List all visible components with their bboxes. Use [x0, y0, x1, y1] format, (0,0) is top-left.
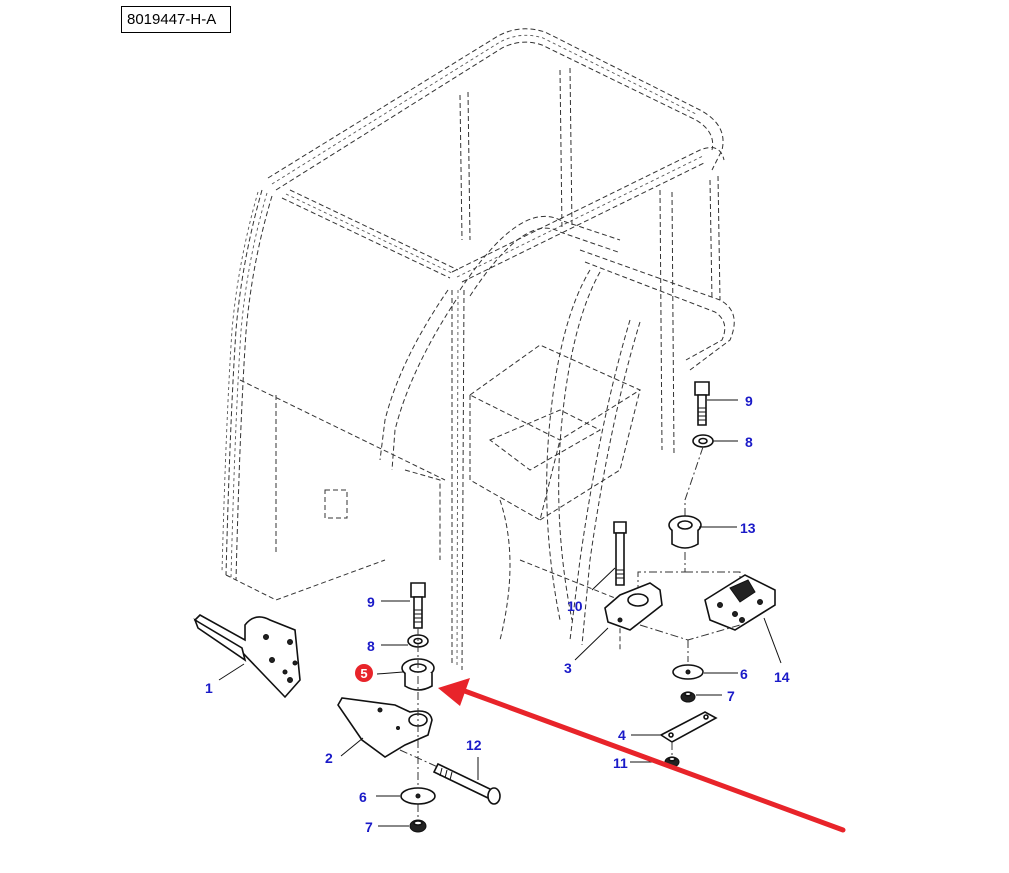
callout-3[interactable]: 3 [564, 660, 572, 676]
callout-5-highlight[interactable]: 5 [355, 664, 373, 682]
part-9-bolt-right [694, 381, 710, 426]
callout-10[interactable]: 10 [567, 598, 583, 614]
cab-frame [221, 28, 735, 671]
callout-7-right[interactable]: 7 [727, 688, 735, 704]
callout-8-right[interactable]: 8 [745, 434, 753, 450]
callout-labels: 1 2 3 4 5 6 6 7 7 8 8 9 9 10 11 12 13 14 [205, 393, 790, 835]
callout-11[interactable]: 11 [613, 755, 628, 771]
highlight-arrow [438, 678, 846, 833]
callout-6-right[interactable]: 6 [740, 666, 748, 682]
callout-7-lower[interactable]: 7 [365, 819, 373, 835]
part-9-bolt-left [410, 582, 426, 629]
part-1-bracket [193, 614, 301, 699]
callout-1[interactable]: 1 [205, 680, 213, 696]
part-2-bracket [337, 697, 433, 758]
part-13-isolator [668, 515, 702, 549]
part-10-bolt [613, 521, 627, 586]
part-7-nut-lower [409, 819, 427, 833]
callout-12[interactable]: 12 [466, 737, 482, 753]
leader-lines [218, 399, 782, 827]
callout-6-lower[interactable]: 6 [359, 789, 367, 805]
part-12-bolt [399, 749, 501, 805]
callout-9-right[interactable]: 9 [745, 393, 753, 409]
callout-14[interactable]: 14 [774, 669, 790, 685]
part-14-plate [704, 574, 776, 631]
callout-4[interactable]: 4 [618, 727, 626, 743]
callout-8-left[interactable]: 8 [367, 638, 375, 654]
callout-5[interactable]: 5 [360, 666, 367, 681]
arrow-head-icon [438, 678, 470, 706]
part-4-strap [659, 711, 718, 743]
part-3-plate [604, 582, 663, 631]
callout-2[interactable]: 2 [325, 750, 333, 766]
callout-13[interactable]: 13 [740, 520, 756, 536]
diagram-reference-code: 8019447-H-A [121, 6, 231, 33]
callout-9-left[interactable]: 9 [367, 594, 375, 610]
part-7-nut-right [680, 691, 696, 703]
